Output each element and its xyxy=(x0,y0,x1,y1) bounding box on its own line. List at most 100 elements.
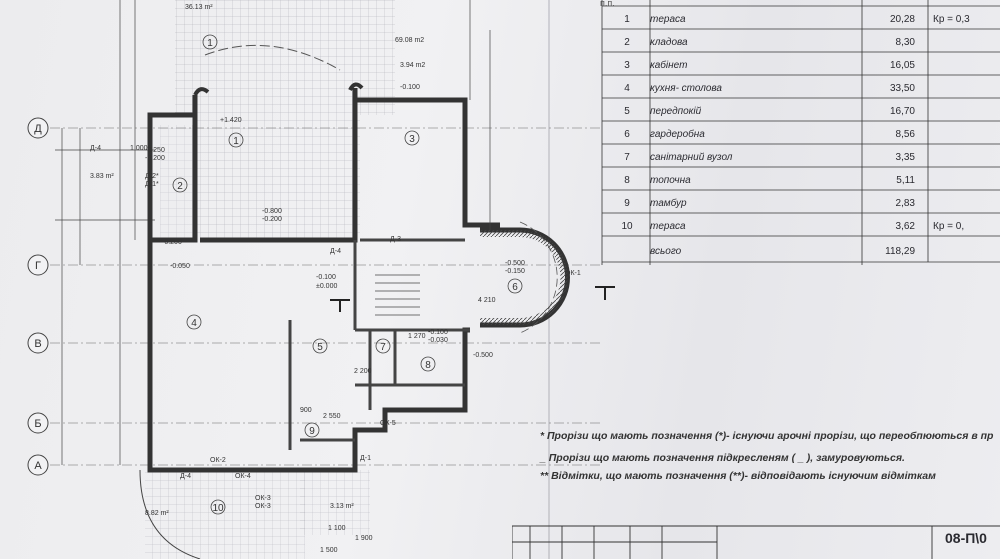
schedule-row: 6 гардеробна 8,56 xyxy=(595,125,1000,148)
plan-annotation: 900 xyxy=(300,407,312,414)
room-name: всього xyxy=(650,246,682,257)
room-schedule-table xyxy=(601,0,1000,265)
plan-annotations: 36.13 m² 69.08 m2 3.94 m2 -0.100 +1.420 … xyxy=(90,4,581,554)
plan-annotation: 2 200 xyxy=(354,368,372,375)
terrace-10-edge xyxy=(139,469,201,559)
room-area: 8,56 xyxy=(895,129,915,140)
grid-axes xyxy=(50,127,600,466)
plan-annotation: 69.08 m2 xyxy=(395,37,424,44)
room-number-label: 4 xyxy=(191,318,197,329)
room-number-label: 5 xyxy=(317,342,323,353)
room-name: топочна xyxy=(650,175,691,186)
row-number: 4 xyxy=(624,83,630,94)
room-2-tiling xyxy=(160,125,195,240)
plan-annotation: 1 270 xyxy=(408,333,426,340)
axis-label-4: Б xyxy=(34,418,41,430)
room-number-circles xyxy=(172,34,523,515)
plan-annotation: -0.150 xyxy=(505,268,525,275)
plan-annotation: 36.13 m² xyxy=(185,4,213,11)
plan-annotation: Д-2* xyxy=(145,173,159,180)
interior-walls xyxy=(288,238,470,450)
axis-markers xyxy=(27,117,49,476)
plan-annotation: Д-3 xyxy=(390,236,401,243)
plan-annotation: Д-1* xyxy=(145,181,159,188)
room-name: гардеробна xyxy=(650,129,705,140)
plan-annotation: 8.82 m² xyxy=(145,510,169,517)
axis-label-1: Д xyxy=(34,123,42,135)
plan-annotation: 1 500 xyxy=(320,547,338,554)
axis-labels: Д Г В Б А xyxy=(34,123,42,472)
terrace-1-parapet xyxy=(193,87,210,96)
room-name: санітарний вузол xyxy=(650,152,733,163)
staircase xyxy=(375,274,420,316)
axis-label-3: В xyxy=(34,338,41,350)
schedule-row: 1 тераса 20,28 Кр = 0,3 xyxy=(595,10,1000,33)
plan-annotation: ОК-1 xyxy=(565,270,581,277)
plan-annotation: -0.200 xyxy=(262,216,282,223)
room-name: тераса xyxy=(650,221,686,232)
room-number-label: 7 xyxy=(380,342,386,353)
room-name: тамбур xyxy=(650,198,687,209)
row-number: 6 xyxy=(624,129,630,140)
plan-annotation: Д-4 xyxy=(90,145,101,152)
room-number-label: 9 xyxy=(309,426,315,437)
plan-annotation: -0.250 xyxy=(145,147,165,154)
plan-annotation: ОК-3 xyxy=(255,495,271,502)
room-number-label: 1 xyxy=(233,136,239,147)
plan-annotation: Д-4 xyxy=(180,473,191,480)
plan-annotation: -0.100 xyxy=(428,329,448,336)
plan-annotation: ОК-4 xyxy=(235,473,251,480)
plan-annotation: -0.500 xyxy=(473,352,493,359)
room-name: тераса xyxy=(650,14,686,25)
room-numbers: 1 1 2 3 4 5 6 7 8 9 10 xyxy=(177,38,518,514)
plan-annotation: -0.100 xyxy=(316,274,336,281)
room-area: 20,28 xyxy=(889,14,915,25)
room-coefficient: Кр = 0,3 xyxy=(933,14,970,25)
plan-annotation: -0.200 xyxy=(145,155,165,162)
plan-annotation: 1 100 xyxy=(328,525,346,532)
terrace-1-parapet-right xyxy=(348,82,364,91)
axis-label-5: А xyxy=(34,460,42,472)
room-area: 16,05 xyxy=(889,60,915,71)
room-area: 33,50 xyxy=(889,83,915,94)
room-area: 3,62 xyxy=(895,221,915,232)
plan-annotation: ОК-2 xyxy=(210,457,226,464)
plan-annotation: Д-4 xyxy=(330,248,341,255)
plan-annotation: -0.200 xyxy=(162,239,182,246)
plan-annotation: ОК-3 xyxy=(255,503,271,510)
plan-annotation: -0.050 xyxy=(170,263,190,270)
left-dimension-lines xyxy=(55,0,155,465)
room-number-label: 6 xyxy=(512,282,518,293)
row-number: 2 xyxy=(624,37,630,48)
section-mark xyxy=(330,286,615,312)
plan-annotation: 3.13 m² xyxy=(330,503,354,510)
plan-annotation: 1 000 xyxy=(130,145,148,152)
terrace-1-arc xyxy=(204,44,341,71)
room-6-bay-wall xyxy=(480,227,570,328)
plan-annotation: +1.420 xyxy=(220,117,242,124)
title-stamp xyxy=(512,525,1000,559)
plan-annotation: 3.94 m2 xyxy=(400,62,425,69)
plan-annotation: -0.100 xyxy=(400,84,420,91)
row-number: 1 xyxy=(624,14,630,25)
room-area: 16,70 xyxy=(889,106,915,117)
note-2: _ Прорізи що мають позначення підкреслен… xyxy=(540,452,905,464)
room-area: 3,35 xyxy=(895,152,915,163)
room-coefficient: Кр = 0, xyxy=(933,221,965,232)
room-area: 5,11 xyxy=(896,175,915,186)
note-1: * Прорізи що мають позначення (*)- існую… xyxy=(540,430,994,442)
plan-annotation: 1 900 xyxy=(355,535,373,542)
plan-annotation: -0.030 xyxy=(428,337,448,344)
note-3: ** Відмітки, що мають позначення (**)- в… xyxy=(540,470,936,482)
plan-annotation: -0.800 xyxy=(262,208,282,215)
axis-label-2: Г xyxy=(35,260,41,272)
